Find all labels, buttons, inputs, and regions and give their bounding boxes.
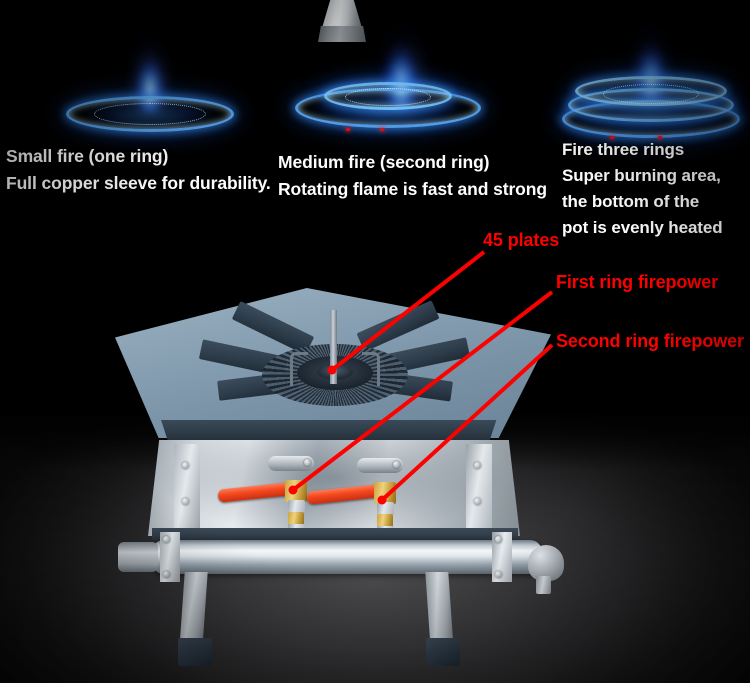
manifold-end-cap-left [118,542,158,572]
body-bottom-rail [152,528,518,540]
gas-manifold-pipe [152,540,542,574]
annotation-45-plates: 45 plates [483,230,560,250]
clamp-bolt [495,536,502,543]
bracket-bolt [474,462,481,469]
pot-support-wire [290,352,308,386]
clamp-bolt [495,571,502,578]
pot-support-wire [362,352,380,386]
valve-body-1 [285,480,307,502]
igniter-post [330,310,337,384]
stove-foot-left [178,638,212,666]
corner-bracket-left [174,444,200,530]
valve-mount-bolt [393,461,400,468]
stove-foot-right [426,638,460,666]
manifold-inlet-nipple [536,576,551,594]
clamp-bolt [163,536,170,543]
valve-mount-bolt [304,459,311,466]
valve-body-2 [374,482,396,504]
annotation-second-ring-firepower: Second ring firepower [556,331,744,351]
annotation-first-ring-firepower: First ring firepower [556,272,719,292]
corner-bracket-right [466,444,492,530]
clamp-bolt [163,571,170,578]
bracket-bolt [182,498,189,505]
bracket-bolt [182,462,189,469]
bracket-bolt [474,498,481,505]
